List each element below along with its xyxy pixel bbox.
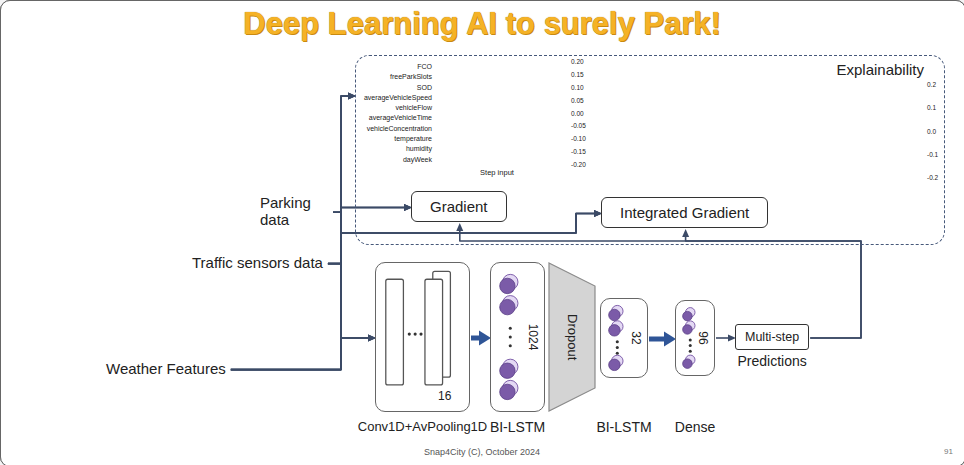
connector	[328, 208, 405, 264]
flow-arrow	[649, 337, 665, 342]
colorbar-tick: 0.1	[927, 104, 936, 112]
layer-name: BI-LSTM	[490, 419, 545, 435]
process-box: Gradient	[411, 191, 507, 222]
lstm-layer-symbol	[609, 309, 621, 321]
colorbar-tick: -0.15	[571, 148, 586, 156]
lstm-layer-symbol	[500, 363, 515, 378]
panel-title: Explainability	[836, 61, 924, 78]
conv-layer-symbol	[386, 279, 404, 385]
connector	[333, 212, 369, 338]
unit-count: 96	[696, 331, 710, 344]
colorbar-tick: -0.20	[571, 161, 586, 169]
feature-name: freeParkSlots	[390, 73, 432, 81]
feature-name: FCO	[417, 63, 432, 71]
connector	[716, 337, 729, 339]
feature-name: dayWeek	[403, 156, 432, 164]
lstm-layer-symbol	[616, 352, 619, 355]
lstm-layer-symbol	[609, 359, 621, 371]
lstm-layer-symbol	[616, 340, 619, 343]
dropout-layer-symbol	[549, 263, 595, 411]
connector	[328, 96, 349, 264]
footer-note: Snap4City (C), October 2024	[424, 447, 540, 458]
colorbar-tick: 0.10	[571, 84, 584, 92]
dropout-layer: Dropout	[548, 262, 596, 412]
colorbar-tick: -0.05	[571, 122, 586, 130]
conv-layer-symbol	[408, 332, 411, 335]
colorbar-tick: 0.20	[571, 58, 584, 66]
conv-layer-symbol	[376, 263, 469, 411]
colorbar-tick: 0.00	[571, 110, 584, 118]
connector	[231, 338, 369, 370]
feature-name: averageVehicleTime	[369, 114, 432, 122]
input-name: Traffic sensors data	[192, 254, 323, 271]
colorbar-tick: 0.2	[927, 81, 936, 89]
lstm-layer-symbol	[500, 384, 515, 399]
feature-name: vehicleFlow	[395, 104, 432, 112]
dense-layer: 96Dense	[675, 300, 715, 376]
unit-count: 32	[629, 331, 643, 344]
lstm-layer-symbol	[609, 325, 621, 337]
connector	[328, 264, 369, 338]
dense-layer-symbol	[683, 359, 693, 369]
colorbar-tick: -0.10	[571, 135, 586, 143]
feature-name: SOD	[417, 84, 432, 92]
box-label: Integrated Gradient	[620, 204, 749, 221]
colorbar-tick: 0.15	[571, 71, 584, 79]
input-source: Parking data	[256, 192, 332, 231]
conv-layer: 16Conv1D+AvPooling1D	[375, 262, 470, 412]
input-name: Parking data	[260, 194, 328, 229]
unit-count: 16	[438, 389, 451, 403]
dense-layer-symbol	[683, 325, 693, 335]
lstm-layer-symbol	[509, 335, 512, 338]
lstm-layer: 1024BI-LSTM	[490, 262, 545, 412]
arrowhead	[682, 229, 689, 237]
dense-layer-symbol	[689, 350, 692, 353]
lstm-layer-symbol	[500, 278, 515, 293]
lstm-layer-symbol	[616, 346, 619, 349]
process-box: Integrated Gradient	[601, 197, 768, 228]
dense-layer-symbol	[689, 344, 692, 347]
unit-count: 1024	[526, 324, 540, 351]
conv-layer-symbol	[425, 279, 443, 385]
box-label: Multi-step	[745, 330, 799, 344]
box-label: Gradient	[430, 198, 488, 215]
layer-name: Conv1D+AvPooling1D	[358, 419, 487, 434]
colorbar-tick: 0.0	[927, 128, 936, 136]
layer-name: BI-LSTM	[596, 419, 651, 435]
colorbar-tick: -0.1	[927, 151, 938, 159]
arrowhead	[456, 223, 463, 231]
lstm-layer-symbol	[509, 327, 512, 330]
flow-arrow	[471, 336, 480, 341]
axis-title: Step input	[480, 168, 514, 177]
input-name: Weather Features	[106, 360, 226, 377]
lstm-layer: 32BI-LSTM	[600, 298, 648, 378]
connector	[231, 96, 349, 370]
colorbar-tick: -0.2	[927, 174, 938, 182]
feature-name: averageVehicleSpeed	[364, 94, 432, 102]
colorbar-tick: 0.05	[571, 97, 584, 105]
layer-name: Dropout	[565, 314, 580, 360]
output-box: Multi-stepPredictions	[735, 324, 809, 350]
dense-layer-symbol	[689, 338, 692, 341]
input-source: Weather Features	[102, 358, 230, 379]
dense-layer-symbol	[683, 311, 693, 321]
layer-name: Dense	[675, 419, 715, 435]
lstm-layer-symbol	[509, 344, 512, 347]
slide-title: Deep Learning AI to surely Park!	[0, 6, 964, 42]
input-source: Traffic sensors data	[188, 252, 327, 273]
feature-name: temperature	[394, 135, 432, 143]
conv-layer-symbol	[414, 332, 417, 335]
feature-name: humidity	[406, 145, 432, 153]
conv-layer-symbol	[419, 332, 422, 335]
explainability-panel: ExplainabilityGradient Integrated Gradien…	[355, 55, 945, 245]
output-caption: Predictions	[737, 353, 806, 369]
lstm-layer-symbol	[500, 299, 515, 314]
feature-name: vehicleConcentration	[367, 125, 432, 133]
page-number: 91	[944, 447, 953, 457]
